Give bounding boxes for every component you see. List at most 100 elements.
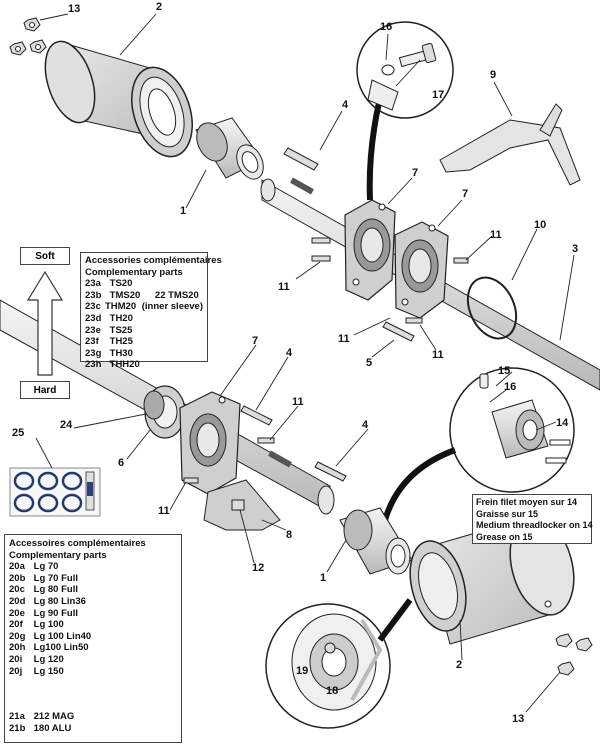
bolts-top [311, 237, 469, 324]
chain-guard [439, 103, 581, 186]
hub-top [195, 117, 264, 180]
compat-text: TH30 [109, 347, 133, 359]
compat-text: THM20 [104, 301, 137, 313]
hub-code: 20d [9, 595, 26, 607]
callout-3: 3 [572, 243, 578, 255]
rim-text: 212 MAG [33, 711, 75, 723]
callout-5: 5 [366, 357, 372, 369]
note-line: Frein filet moyen sur 14 [476, 497, 578, 507]
callout-4-bottom: 4 [362, 419, 369, 431]
hub-row: 20i Lg 120 [9, 654, 177, 666]
hub-text: Lg 100 Lin40 [33, 630, 92, 642]
callout-13-bottom: 13 [512, 713, 524, 725]
compat-text: TS20 [109, 278, 133, 290]
callout-16-top: 16 [380, 21, 392, 33]
detail-circle-right [382, 367, 575, 521]
callout-11-bottom-1: 11 [292, 396, 304, 408]
callout-13-top: 13 [68, 3, 80, 15]
hub-row: 20a Lg 70 [9, 561, 177, 573]
compat-row: 23f TH25 [85, 336, 203, 348]
compat-text: TMS20 [109, 289, 141, 301]
compat-row: 23d TH20 [85, 313, 203, 325]
bearing-carrier-top-1 [344, 199, 396, 301]
hub-code: 20i [9, 653, 23, 665]
bearing-carrier-top-2 [394, 221, 449, 319]
key-bottom-1 [240, 405, 273, 426]
callout-1-bottom: 1 [320, 572, 326, 584]
callout-7-bottom: 7 [252, 335, 258, 347]
hub-code: 20g [9, 630, 26, 642]
note-line: Graisse sur 15 [476, 508, 539, 519]
accessory-box: Accessoires complémentaires Complementar… [4, 534, 182, 743]
callout-2-top: 2 [156, 1, 162, 13]
callout-7-top-1: 7 [412, 167, 418, 179]
rim-row: 21a 212 MAG [9, 711, 177, 723]
note-line: Grease on 15 [476, 531, 533, 542]
callout-4-top: 4 [342, 99, 349, 111]
hub-code: 20e [9, 607, 25, 619]
callout-18: 18 [326, 685, 338, 697]
compat-text: TS25 [109, 324, 133, 336]
compat-code: 23b [85, 289, 102, 301]
hub-code: 20c [9, 584, 25, 596]
callout-9: 9 [490, 69, 496, 81]
callout-12: 12 [252, 562, 264, 574]
callout-7-top-2: 7 [462, 188, 468, 200]
compat-row: 23b TMS20 22 TMS20 [85, 290, 203, 302]
hub-bottom [339, 507, 413, 575]
rim-code: 21b [9, 722, 26, 734]
note-line: Medium threadlocker on 14 [476, 520, 593, 530]
callout-24: 24 [60, 419, 73, 431]
callout-11-bottom-2: 11 [158, 505, 170, 517]
key-5 [382, 321, 415, 342]
hub-text: Lg 80 Lin36 [33, 595, 86, 607]
compat-title-en: Complementary parts [85, 266, 183, 278]
hard-label: Hard [20, 381, 70, 399]
hub-text: Lg 80 Full [33, 584, 78, 596]
callout-11-top-right: 11 [490, 229, 502, 241]
rim-text: 180 ALU [33, 722, 72, 734]
compat-code: 23a [85, 278, 101, 290]
rim-code: 21a [9, 711, 25, 723]
callout-2-bottom: 2 [456, 659, 462, 671]
hub-row: 20h Lg100 Lin50 [9, 642, 177, 654]
callout-6: 6 [118, 457, 124, 469]
threadlocker-note-box: Frein filet moyen sur 14 Graisse sur 15 … [472, 494, 593, 544]
hub-code: 20b [9, 572, 26, 584]
compat-row: 23e TS25 [85, 325, 203, 337]
compat-code: 23c [85, 301, 101, 313]
callout-11-mid-1: 11 [338, 333, 350, 345]
callouts: 13 2 16 17 9 4 1 7 7 10 11 11 3 11 11 5 … [12, 1, 578, 725]
hub-row: 20g Lg 100 Lin40 [9, 631, 177, 643]
callout-19: 19 [296, 665, 308, 677]
key-bottom-2 [314, 461, 347, 482]
soft-label: Soft [20, 247, 70, 265]
compat-text: TH20 [109, 312, 133, 324]
bearing-carrier-bottom [179, 391, 241, 495]
bolts-bottom [183, 437, 275, 511]
detail-circle-top [356, 21, 454, 201]
callout-25: 25 [12, 427, 24, 439]
callout-11-mid-2: 11 [432, 349, 444, 361]
leader-lines [35, 13, 575, 713]
hub-text: Lg 70 [33, 561, 59, 573]
hub-code: 20f [9, 619, 23, 631]
compat-code: 23f [85, 336, 99, 348]
hub-text: Lg 100 [33, 619, 64, 631]
compat-row: 23g TH30 [85, 348, 203, 360]
rim-top [44, 40, 193, 158]
callout-10: 10 [534, 219, 546, 231]
hub-row: 20d Lg 80 Lin36 [9, 596, 177, 608]
compat-text: TH25 [109, 336, 133, 348]
compat-text: THH20 [109, 359, 140, 371]
hub-row: 20f Lg 100 [9, 619, 177, 631]
compat-code: 23g [85, 347, 102, 359]
callout-1-top: 1 [180, 205, 186, 217]
hub-text: Lg 120 [33, 653, 64, 665]
callout-8: 8 [286, 529, 292, 541]
callout-4-mid: 4 [286, 347, 293, 359]
compat-code: 23e [85, 324, 101, 336]
compat-extra: (inner sleeve) [141, 301, 203, 313]
softness-arrow [26, 270, 64, 376]
hub-row: 20e Lg 90 Full [9, 608, 177, 620]
